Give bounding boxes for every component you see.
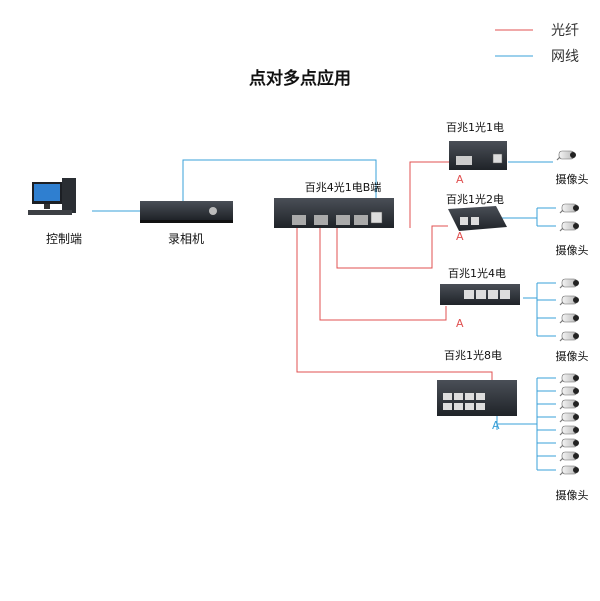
control-pc — [28, 178, 76, 215]
hub-label: 百兆4光1电B端 — [305, 180, 382, 194]
camera-icon — [559, 412, 580, 423]
camera-icon — [559, 425, 580, 436]
camera-label-2: 摄像头 — [556, 243, 589, 257]
nvr-device — [140, 201, 233, 223]
converter-1 — [449, 141, 507, 170]
legend-network-label: 网线 — [551, 49, 579, 65]
camera-group-2: 摄像头 — [536, 203, 589, 257]
camera-icon — [559, 451, 580, 462]
camera-label-8: 摄像头 — [556, 488, 589, 502]
converter-3-port: A — [456, 317, 464, 330]
converter-1-port: A — [456, 173, 464, 186]
converter-2 — [448, 206, 507, 231]
converter-3 — [440, 284, 520, 305]
camera-icon — [559, 278, 580, 289]
converter-4-port: A — [492, 419, 500, 432]
converter-2-label: 百兆1光2电 — [446, 192, 504, 206]
pc-label: 控制端 — [46, 232, 82, 246]
camera-icon — [556, 150, 577, 161]
converter-3-label: 百兆1光4电 — [448, 266, 506, 280]
converter-4-label: 百兆1光8电 — [444, 348, 502, 362]
camera-group-1: 摄像头 — [537, 150, 589, 186]
converter-1-label: 百兆1光1电 — [446, 120, 504, 134]
page-title: 点对多点应用 — [249, 68, 351, 89]
camera-icon — [559, 295, 580, 306]
legend-fiber-label: 光纤 — [551, 23, 579, 39]
camera-icon — [559, 386, 580, 397]
camera-label-4: 摄像头 — [556, 349, 589, 363]
camera-icon — [559, 221, 580, 232]
fiber-cables — [296, 161, 493, 380]
camera-icon — [559, 203, 580, 214]
camera-icon — [559, 399, 580, 410]
hub-device — [274, 198, 394, 228]
camera-icon — [559, 438, 580, 449]
legend: 光纤 网线 — [495, 23, 579, 65]
camera-group-4: 摄像头 — [536, 278, 589, 363]
camera-icon — [559, 313, 580, 324]
camera-icon — [559, 331, 580, 342]
nvr-label: 录相机 — [168, 232, 204, 246]
camera-icon — [559, 465, 580, 476]
camera-group-8: 摄像头 — [536, 373, 589, 502]
camera-label-1: 摄像头 — [556, 172, 589, 186]
converter-4 — [437, 380, 517, 416]
camera-icon — [559, 373, 580, 384]
converter-2-port: A — [456, 230, 464, 243]
